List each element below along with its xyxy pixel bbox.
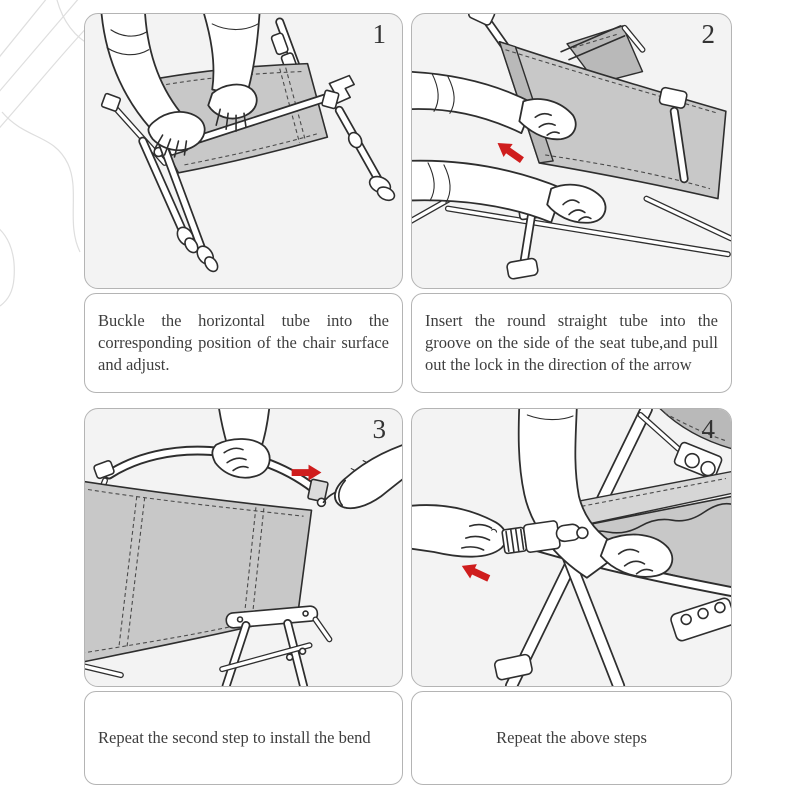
- step-3-caption-text: Repeat the second step to install the be…: [98, 728, 371, 748]
- step-1-illustration-box: 1: [84, 13, 403, 289]
- step-number: 1: [372, 19, 387, 49]
- step-1-illustration: [100, 14, 396, 273]
- step-2-caption-text: Insert the round straight tube into the …: [425, 311, 718, 374]
- step-2-illustration-box: 2: [411, 13, 732, 289]
- red-arrow-icon: [291, 464, 322, 481]
- step-2-panel: 2 Insert the round straight tube into th…: [411, 13, 732, 393]
- step-4-caption-text: Repeat the above steps: [496, 728, 647, 748]
- step-4-panel: 4 Repeat the above steps: [411, 408, 732, 785]
- step-number: 3: [372, 414, 387, 444]
- step-3-panel: 3 Repeat the second step to install the …: [84, 408, 403, 785]
- step-number: 4: [701, 414, 716, 444]
- step-4-illustration: [412, 409, 731, 686]
- step-1-caption: Buckle the horizontal tube into the corr…: [84, 293, 403, 393]
- red-arrow-icon: [497, 143, 524, 163]
- step-3-illustration: [85, 409, 402, 686]
- step-1-panel: 1 Buckle the horizontal tube into the co…: [84, 13, 403, 393]
- step-3-caption: Repeat the second step to install the be…: [84, 691, 403, 785]
- step-number: 2: [701, 19, 716, 49]
- step-3-illustration-box: 3: [84, 408, 403, 687]
- step-4-caption: Repeat the above steps: [411, 691, 732, 785]
- lock-buckle: [501, 520, 589, 555]
- step-2-illustration: [412, 14, 731, 280]
- red-arrow-icon: [461, 564, 491, 582]
- step-4-illustration-box: 4: [411, 408, 732, 687]
- step-2-caption: Insert the round straight tube into the …: [411, 293, 732, 393]
- step-1-caption-text: Buckle the horizontal tube into the corr…: [98, 311, 389, 374]
